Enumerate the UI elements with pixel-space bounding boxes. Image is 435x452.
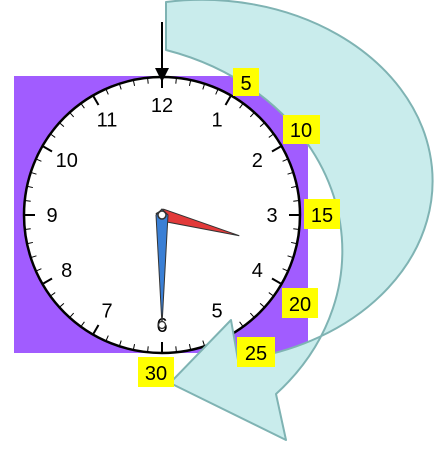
minute-hand-tip: [159, 322, 166, 329]
hand-pivot: [158, 211, 166, 219]
minute-label-25: 25: [237, 337, 275, 367]
numeral-5: 5: [211, 300, 222, 322]
minor-tick: [176, 346, 177, 351]
svg-text:25: 25: [245, 343, 267, 365]
minute-label-20: 20: [282, 288, 318, 318]
svg-text:10: 10: [290, 120, 312, 142]
minute-label-30: 30: [138, 357, 174, 387]
numeral-1: 1: [211, 110, 222, 132]
minor-tick: [26, 201, 31, 202]
numeral-2: 2: [252, 150, 263, 172]
minor-tick: [293, 229, 298, 230]
minor-tick: [148, 346, 149, 351]
numeral-3: 3: [266, 205, 277, 227]
svg-text:5: 5: [240, 73, 251, 95]
svg-text:15: 15: [311, 205, 333, 227]
numeral-4: 4: [252, 260, 263, 282]
minor-tick: [293, 201, 298, 202]
numeral-10: 10: [56, 150, 78, 172]
minor-tick: [26, 229, 31, 230]
minute-label-10: 10: [283, 115, 320, 144]
numeral-7: 7: [101, 300, 112, 322]
minute-label-15: 15: [304, 199, 340, 229]
numeral-12: 12: [151, 95, 173, 117]
numeral-8: 8: [61, 260, 72, 282]
svg-text:30: 30: [145, 363, 167, 385]
numeral-9: 9: [46, 205, 57, 227]
minor-tick: [148, 79, 149, 84]
numeral-11: 11: [97, 110, 118, 132]
svg-text:20: 20: [289, 294, 311, 316]
minute-label-5: 5: [233, 68, 259, 96]
minor-tick: [176, 79, 177, 84]
